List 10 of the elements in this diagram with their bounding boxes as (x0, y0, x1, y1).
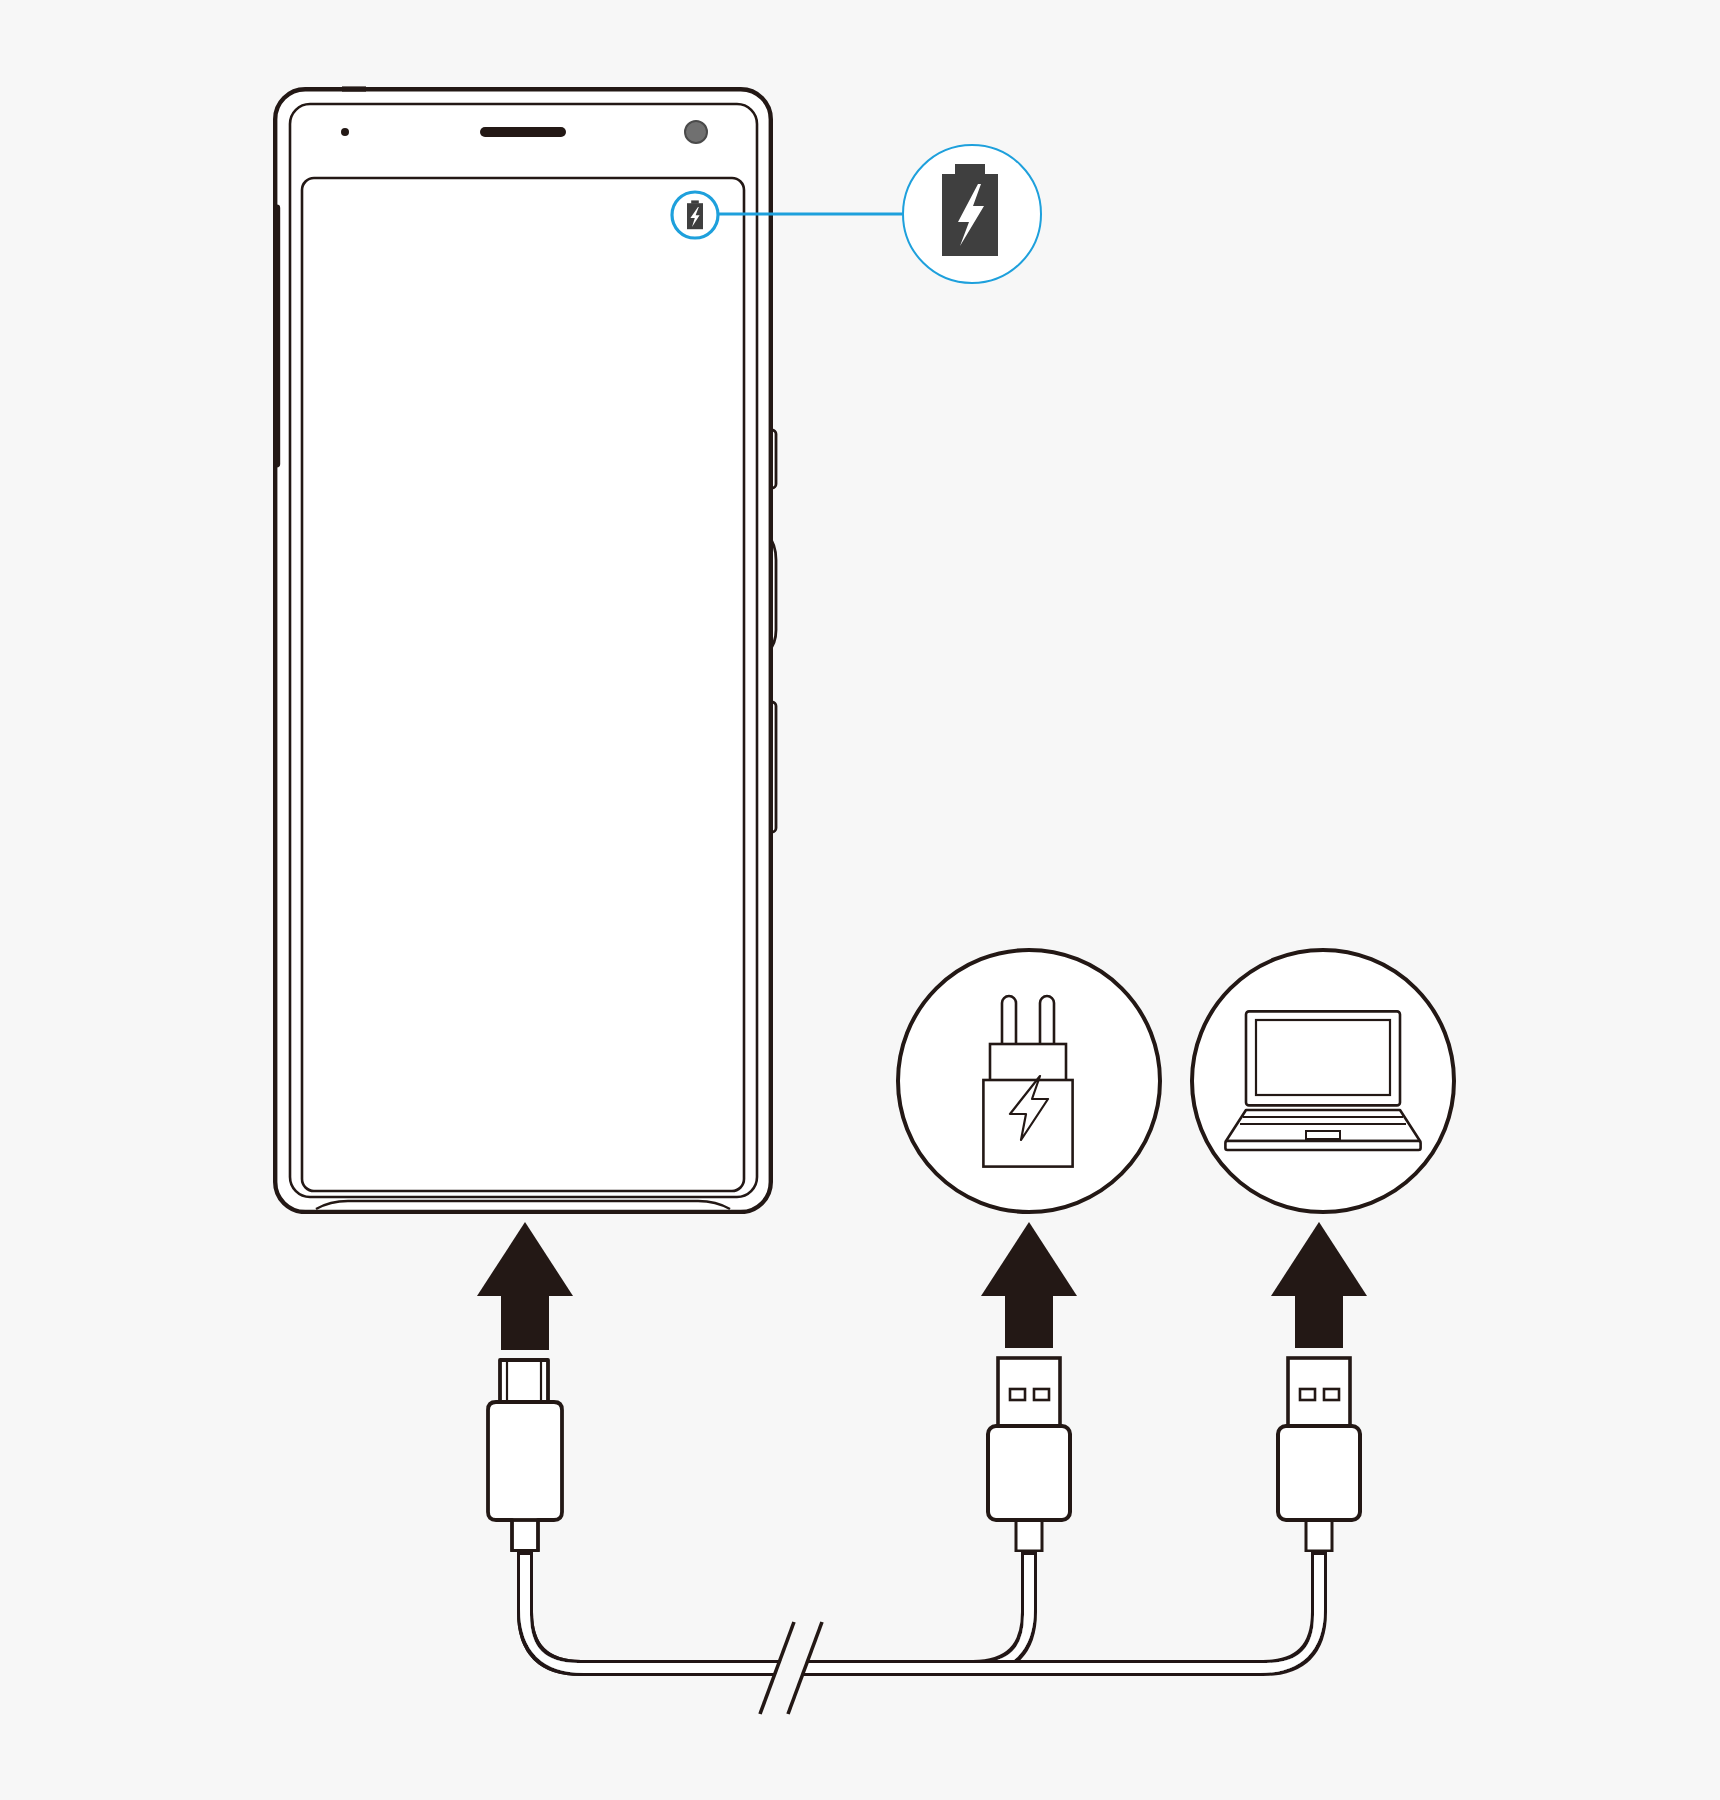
arrow (981, 1222, 1077, 1348)
arrow (1271, 1221, 1367, 1348)
arrow (477, 1222, 573, 1350)
cable (517, 1552, 1327, 1676)
battery-charging-icon (669, 189, 719, 239)
usb-c-plug-icon (486, 1358, 564, 1552)
usb-a-plug-icon (1276, 1356, 1362, 1552)
smartphone-illustration (272, 86, 780, 1214)
leader-line (719, 212, 902, 216)
usb-a-plug-icon (986, 1356, 1072, 1552)
